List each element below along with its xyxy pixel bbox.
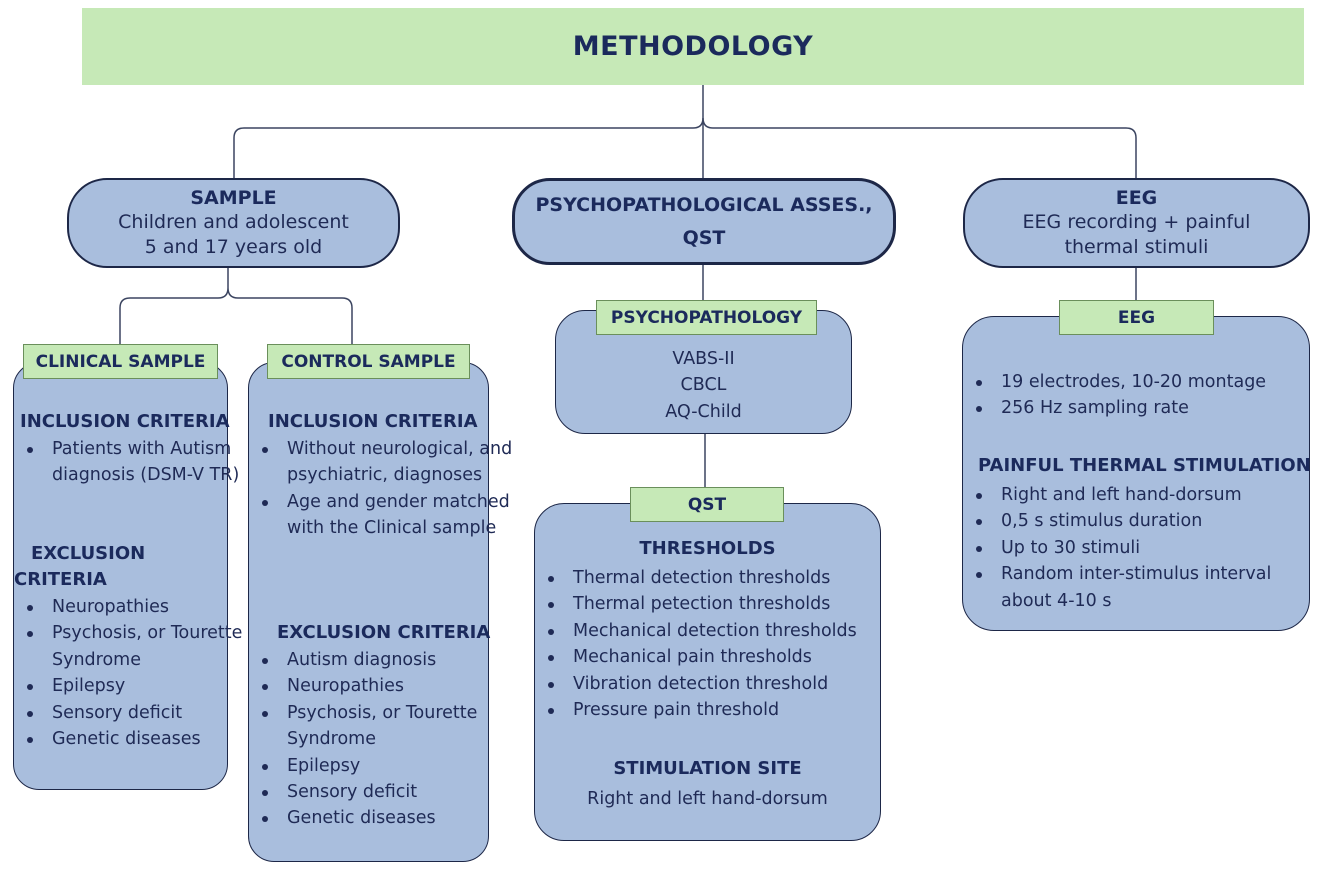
list-item: Mechanical pain thresholds — [548, 644, 918, 670]
list-item: Sensory deficit — [27, 700, 264, 726]
eeg-top-line2: thermal stimuli — [1064, 236, 1209, 258]
list-item: 256 Hz sampling rate — [976, 395, 1325, 421]
list-item: Patients with Autism diagnosis (DSM-V TR… — [27, 436, 257, 489]
control-exclusion-list: Autism diagnosis Neuropathies Psychosis,… — [249, 647, 519, 832]
list-item: AQ-Child — [665, 401, 742, 422]
list-item: Vibration detection threshold — [548, 671, 918, 697]
list-item: Neuropathies — [262, 673, 519, 699]
eeg-stim-list: Right and left hand-dorsum 0,5 s stimulu… — [963, 482, 1321, 614]
psych-qst-line1: PSYCHOPATHOLOGICAL ASSES., — [535, 193, 873, 216]
list-item: Epilepsy — [262, 753, 519, 779]
clinical-inclusion-list: Patients with Autism diagnosis (DSM-V TR… — [14, 436, 257, 489]
clinical-sample-label: CLINICAL SAMPLE — [23, 344, 218, 379]
eeg-stim-title: PAINFUL THERMAL STIMULATION — [978, 455, 1311, 476]
sample-line1: Children and adolescent — [118, 211, 349, 233]
clinical-exclusion-title-2: CRITERIA — [14, 569, 107, 590]
list-item: 0,5 s stimulus duration — [976, 508, 1321, 534]
psych-qst-box: PSYCHOPATHOLOGICAL ASSES., QST — [512, 178, 896, 265]
list-item: Sensory deficit — [262, 779, 519, 805]
list-item: Thermal petection thresholds — [548, 591, 918, 617]
list-item: Mechanical detection thresholds — [548, 618, 918, 644]
control-inclusion-title: INCLUSION CRITERIA — [268, 411, 478, 432]
list-item: Epilepsy — [27, 673, 264, 699]
control-inclusion-list: Without neurological, and psychiatric, d… — [249, 436, 519, 542]
list-item: Without neurological, and psychiatric, d… — [262, 436, 519, 489]
sample-line2: 5 and 17 years old — [144, 236, 323, 258]
list-item: VABS-II — [672, 349, 735, 369]
control-sample-label: CONTROL SAMPLE — [267, 344, 470, 379]
sample-box: SAMPLE Children and adolescent 5 and 17 … — [67, 178, 400, 268]
list-item: Psychosis, or Tourette Syndrome — [262, 700, 519, 753]
eeg-label: EEG — [1059, 300, 1214, 335]
list-item: Genetic diseases — [27, 726, 264, 752]
qst-label: QST — [630, 487, 784, 522]
list-item: Thermal detection thresholds — [548, 565, 918, 591]
list-item: Neuropathies — [27, 594, 264, 620]
eeg-top-line1: EEG recording + painful — [1022, 211, 1251, 233]
psychopathology-list: VABS-II CBCL AQ-Child — [556, 346, 851, 425]
list-item: Right and left hand-dorsum — [976, 482, 1321, 508]
sample-heading: SAMPLE — [190, 187, 277, 209]
eeg-top-box: EEG EEG recording + painful thermal stim… — [963, 178, 1310, 268]
qst-site: Right and left hand-dorsum — [587, 789, 828, 809]
clinical-exclusion-title-1: EXCLUSION — [31, 543, 146, 564]
clinical-inclusion-title: INCLUSION CRITERIA — [20, 411, 230, 432]
qst-site-title: STIMULATION SITE — [613, 758, 802, 779]
list-item: CBCL — [680, 375, 727, 396]
eeg-card: 19 electrodes, 10-20 montage 256 Hz samp… — [962, 316, 1311, 631]
list-item: Pressure pain threshold — [548, 697, 918, 723]
eeg-top-heading: EEG — [1115, 187, 1158, 209]
list-item: Random inter-stimulus interval about 4-1… — [976, 561, 1321, 614]
control-sample-card: INCLUSION CRITERIA Without neurological,… — [248, 362, 512, 862]
psychopathology-label: PSYCHOPATHOLOGY — [596, 300, 817, 335]
list-item: Psychosis, or Tourette Syndrome — [27, 620, 264, 673]
qst-thresholds-list: Thermal detection thresholds Thermal pet… — [535, 565, 918, 723]
eeg-list: 19 electrodes, 10-20 montage 256 Hz samp… — [963, 369, 1325, 422]
top-branch — [233, 117, 1137, 178]
psych-qst-line2: QST — [682, 226, 726, 249]
list-item: Age and gender matched with the Clinical… — [262, 489, 519, 542]
clinical-sample-card: INCLUSION CRITERIA Patients with Autism … — [13, 362, 242, 790]
list-item: Autism diagnosis — [262, 647, 519, 673]
qst-thresholds-title: THRESHOLDS — [639, 538, 776, 559]
clinical-exclusion-list: Neuropathies Psychosis, or Tourette Synd… — [14, 594, 264, 752]
methodology-title: METHODOLOGY — [82, 8, 1304, 85]
list-item: Up to 30 stimuli — [976, 535, 1321, 561]
qst-card: THRESHOLDS Thermal detection thresholds … — [534, 503, 881, 841]
list-item: 19 electrodes, 10-20 montage — [976, 369, 1325, 395]
sample-branch — [119, 268, 353, 344]
list-item: Genetic diseases — [262, 805, 519, 831]
control-exclusion-title: EXCLUSION CRITERIA — [277, 622, 491, 643]
